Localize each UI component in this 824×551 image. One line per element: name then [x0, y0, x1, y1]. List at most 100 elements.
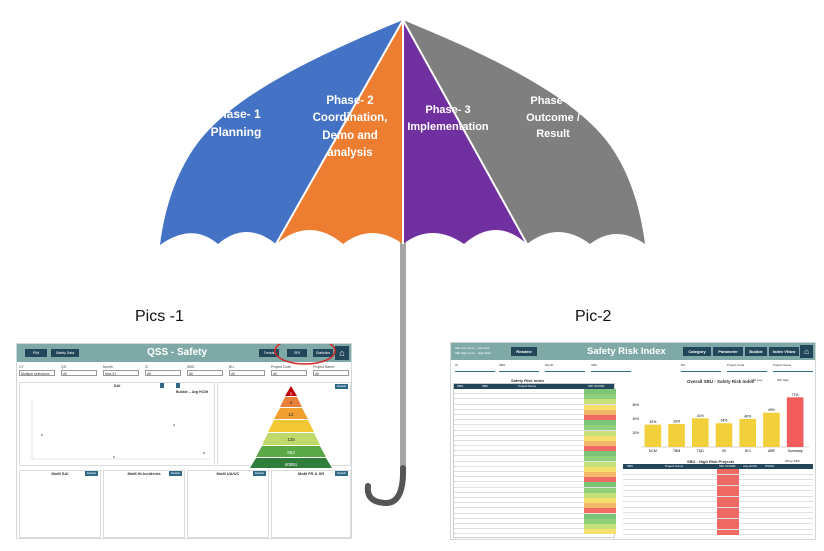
table-row	[454, 456, 616, 462]
sri-filter-sbg[interactable]: SBG	[499, 363, 539, 372]
sri-filter-sbu[interactable]: SBU	[591, 363, 631, 372]
table-row	[454, 513, 616, 519]
score-cell	[717, 502, 739, 507]
table-row	[454, 492, 616, 498]
side-stat-proj: #Proj>SBU	[785, 459, 800, 463]
score-cell	[717, 469, 739, 474]
phase-1-segment	[160, 20, 403, 245]
mom-fr-sr-details[interactable]: Details	[334, 471, 348, 476]
pyramid-value-4: 125	[287, 437, 295, 442]
score-cell	[584, 425, 616, 431]
category-label: TBM	[673, 449, 680, 453]
home-icon[interactable]: ⌂	[335, 346, 349, 360]
safety-pyramid: 1 4 12 125 853 40851	[250, 386, 332, 468]
score-cell	[717, 513, 739, 518]
pyramid-details-button[interactable]: Details	[334, 384, 348, 389]
table-row	[454, 409, 616, 415]
table-row	[454, 487, 616, 493]
table-row	[623, 474, 813, 480]
table-row	[623, 507, 813, 513]
table-row	[454, 508, 616, 514]
score-cell	[717, 491, 739, 496]
sri-filter-month[interactable]: Month	[545, 363, 585, 372]
mom-ua-uc-details[interactable]: Details	[252, 471, 266, 476]
side-stat-low: SRI Low	[751, 378, 763, 382]
mom-hi-incidents-details[interactable]: Details	[168, 471, 182, 476]
table-row	[623, 524, 813, 530]
pyramid-value-1: 1	[290, 391, 293, 396]
sri-header: SRI Low score · Low Risk SRI High score …	[451, 343, 815, 360]
table-row	[454, 477, 616, 483]
bubble-button[interactable]: Bubble	[745, 347, 767, 356]
sai-panel-title: SAI	[113, 383, 121, 388]
umbrella-hook	[364, 465, 407, 506]
score-cell	[584, 409, 616, 415]
table-row	[454, 503, 616, 509]
table-row	[454, 394, 616, 400]
readme-button[interactable]: Readme	[511, 347, 537, 356]
score-cell	[717, 518, 739, 524]
sai-panel: SAI Bubble – Avg HC/M	[19, 382, 215, 466]
table-row	[623, 496, 813, 502]
score-cell	[717, 480, 739, 485]
home-icon[interactable]: ⌂	[800, 345, 813, 358]
sri-legend: SRI Low score · Low Risk SRI High score …	[455, 346, 491, 355]
table-row	[454, 446, 616, 452]
category-label: BI	[722, 449, 725, 453]
table-row	[623, 513, 813, 519]
category-button[interactable]: Category	[683, 347, 711, 356]
sri-filter-ic[interactable]: IC	[455, 363, 495, 372]
safety-risk-index-dashboard: SRI Low score · Low Risk SRI High score …	[450, 342, 816, 540]
table-row	[454, 497, 616, 504]
data-label: 41%	[697, 414, 704, 418]
score-cell	[584, 466, 616, 472]
data-label: 49%	[768, 408, 775, 412]
sai-tab-button-2[interactable]	[176, 383, 180, 388]
statistics-button[interactable]: Statistics	[313, 349, 333, 357]
sri-bar-chart: 32%DCM33%TBM41%T&D34%BI40%HCI49%UBP71%Su…	[633, 393, 809, 453]
parameter-button[interactable]: Parameter	[713, 347, 743, 356]
category-label: UBP	[768, 449, 776, 453]
qss-safety-dashboard: PIM Safety Data QSS - Safety Trends SRI …	[16, 343, 352, 539]
trends-button[interactable]: Trends	[259, 349, 279, 357]
bar-dcm	[644, 424, 662, 447]
sri-filter-project-code[interactable]: Project Code	[727, 363, 767, 372]
table-row	[454, 399, 616, 405]
index-vnow-button[interactable]: Index VNow	[769, 347, 799, 356]
high-risk-table-rows	[623, 469, 813, 535]
sri-title: Safety Risk Index	[587, 346, 666, 357]
mom-sai-details[interactable]: Details	[84, 471, 98, 476]
sri-filter-project-name[interactable]: Project Name	[773, 363, 813, 372]
table-row	[454, 430, 616, 436]
sri-filter-bu[interactable]: BU	[681, 363, 721, 372]
safety-data-button[interactable]: Safety Data	[51, 349, 79, 357]
table-row	[454, 529, 616, 535]
y-tick-label: 60%	[633, 403, 640, 407]
table-row	[623, 480, 813, 486]
high-risk-table: SBU Project Name SRI SCORE Avg.HC/M PSOM	[623, 464, 813, 539]
table-row	[623, 502, 813, 508]
score-cell	[584, 414, 616, 420]
score-cell	[584, 513, 616, 519]
sai-tab-button[interactable]	[160, 383, 164, 388]
mom-sai-panel: MoM SAI Details	[19, 470, 101, 538]
data-label: 40%	[744, 415, 751, 419]
sri-table: SBG SBU Project Name SRI SCORE	[453, 383, 616, 538]
mom-hi-incidents-title: MoM Hi-Incidents	[127, 471, 161, 476]
table-row	[454, 518, 616, 524]
score-cell	[717, 507, 739, 513]
table-row	[623, 518, 813, 524]
sri-button[interactable]: SRI	[287, 349, 307, 357]
pim-button[interactable]: PIM	[25, 349, 47, 357]
category-label: HCI	[745, 449, 751, 453]
qss-title: QSS - Safety	[147, 347, 208, 358]
table-row	[623, 529, 813, 535]
